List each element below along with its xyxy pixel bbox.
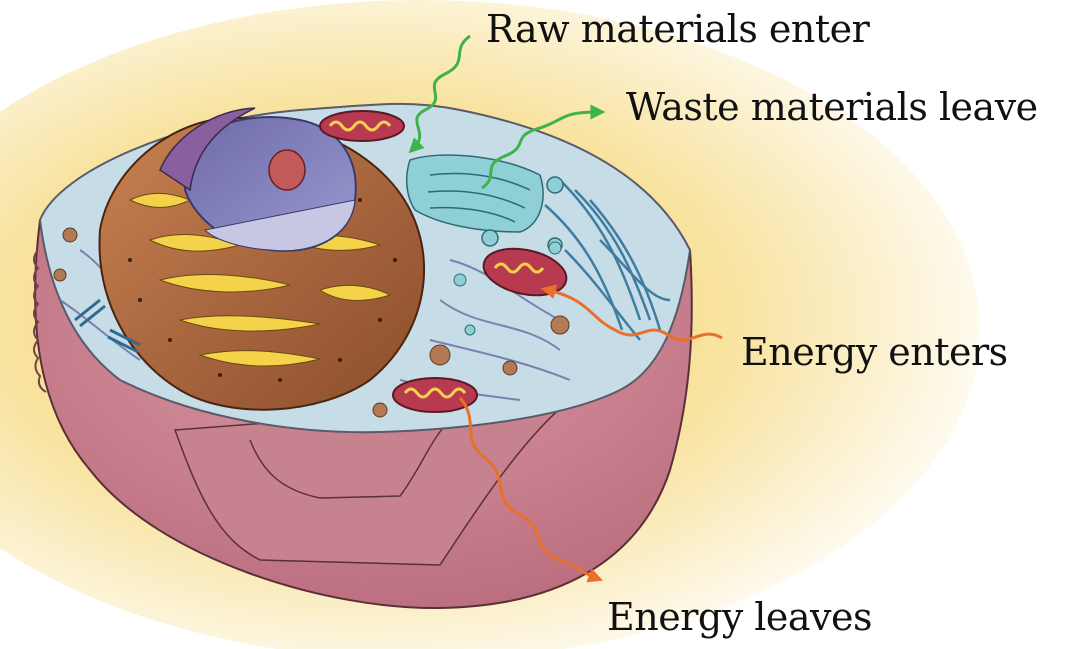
waste-materials-label: Waste materials leave	[626, 88, 1038, 126]
raw-materials-label: Raw materials enter	[486, 10, 869, 48]
mitochondrion-bottom	[393, 378, 477, 412]
energy-leaves-label: Energy leaves	[607, 598, 872, 636]
mitochondrion-top	[320, 111, 404, 141]
energy-enters-label: Energy enters	[741, 333, 1008, 371]
nucleolus	[269, 150, 305, 190]
